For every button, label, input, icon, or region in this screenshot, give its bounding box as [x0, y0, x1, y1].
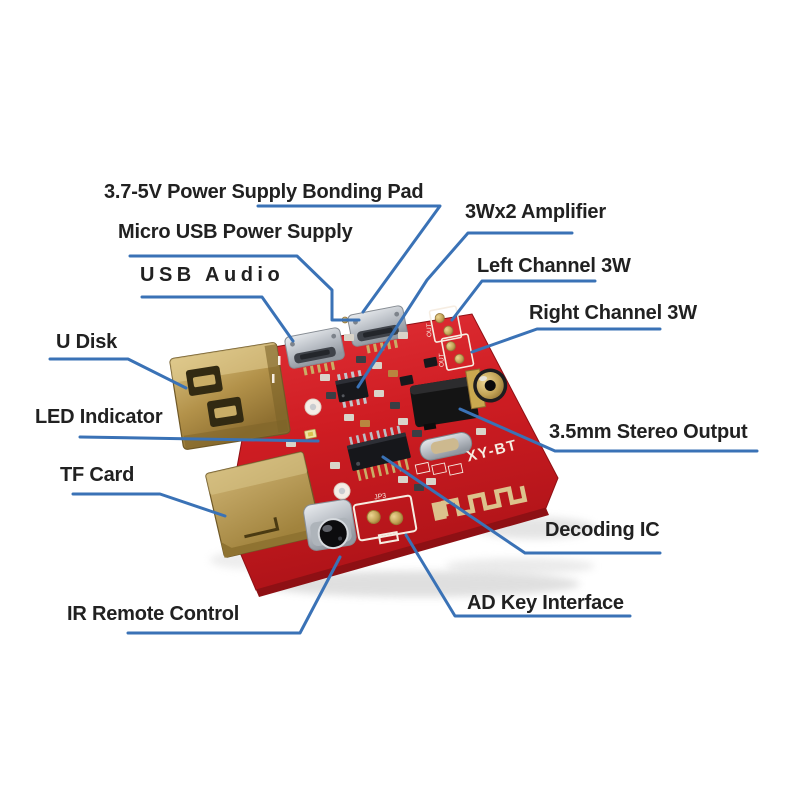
left-channel-pads: OUT [426, 305, 463, 343]
antenna-trace [431, 485, 528, 521]
leader-line-usb-audio [140, 295, 295, 343]
leader-line-right-channel [470, 327, 662, 354]
label-ir-remote: IR Remote Control [67, 603, 240, 625]
leader-line-ir-remote [126, 555, 342, 635]
silkscreen-boxes [414, 461, 464, 476]
leader-line-left-channel [450, 279, 597, 322]
transistors [399, 356, 438, 386]
label-left-channel: Left Channel 3W [477, 255, 631, 277]
silkscreen-out-left: OUT [426, 323, 433, 337]
leader-lines [48, 204, 759, 635]
label-micro-usb-power: Micro USB Power Supply [118, 221, 353, 243]
label-u-disk: U Disk [56, 331, 118, 353]
leader-line-u-disk [48, 357, 188, 390]
usb-a-port [169, 342, 291, 450]
leader-line-micro-usb-power [128, 254, 361, 322]
silkscreen-jp3: JP3 [374, 492, 387, 501]
leader-line-decoding-ic [381, 455, 662, 555]
decoding-ic-chip [346, 425, 411, 482]
crystal-oscillator [419, 431, 473, 461]
micro-usb-power-connector [284, 327, 345, 376]
label-decoding-ic: Decoding IC [545, 519, 660, 541]
ad-key-pads: JP3 [352, 492, 418, 545]
leader-line-stereo-output [458, 407, 759, 453]
headphone-jack [409, 368, 508, 431]
leader-line-amplifier [356, 231, 574, 389]
ir-receiver [303, 499, 357, 551]
mounting-hole-bottom [333, 482, 351, 500]
smd-components [272, 332, 486, 491]
leader-line-ad-key [404, 533, 632, 618]
label-usb-audio: USB Audio [140, 264, 285, 286]
label-led-indicator: LED Indicator [35, 406, 163, 428]
label-stereo-output: 3.5mm Stereo Output [549, 421, 748, 443]
label-right-channel: Right Channel 3W [529, 302, 697, 324]
led-indicator-chip [304, 428, 317, 440]
leader-line-led-indicator [78, 435, 320, 443]
mounting-hole-top [304, 398, 322, 416]
leader-line-tf-card [71, 492, 227, 518]
right-channel-pads: OUT [438, 333, 475, 371]
label-ad-key: AD Key Interface [467, 592, 624, 614]
label-bonding-pad: 3.7-5V Power Supply Bonding Pad [104, 181, 424, 203]
tf-card-slot [205, 451, 323, 558]
leader-line-bonding-pad [256, 204, 442, 314]
silkscreen-out-right: OUT [438, 353, 445, 367]
label-tf-card: TF Card [60, 464, 135, 486]
label-amplifier: 3Wx2 Amplifier [465, 201, 606, 223]
